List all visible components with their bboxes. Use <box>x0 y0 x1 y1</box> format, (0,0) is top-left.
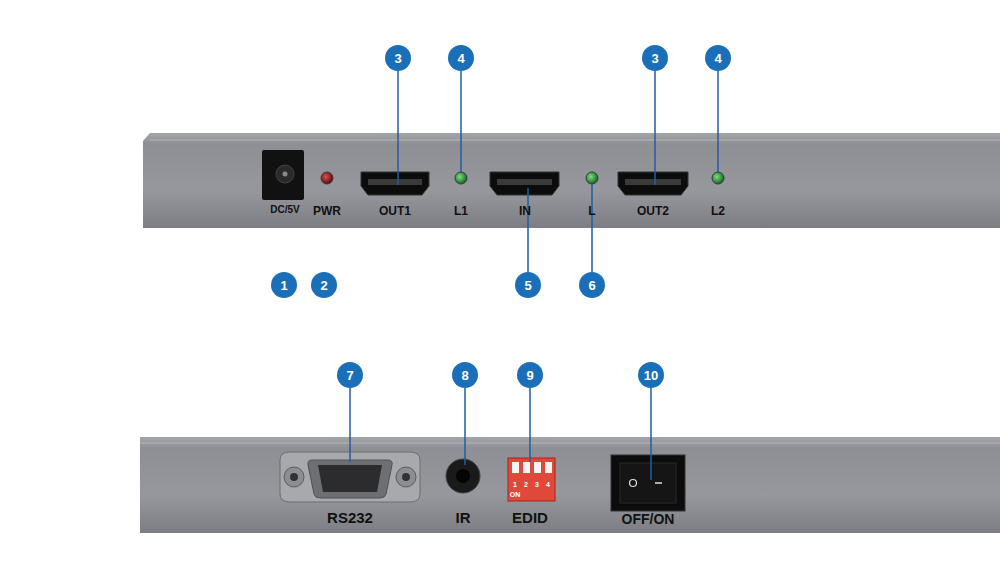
port-label: IR <box>456 510 471 525</box>
port-label: 4 <box>546 481 550 488</box>
callout-number: 2 <box>320 279 327 292</box>
port-label: L <box>588 205 595 217</box>
callout-shape <box>337 362 363 388</box>
callout-shape <box>579 272 605 298</box>
port-label: RS232 <box>327 510 373 525</box>
hdmi-port <box>361 172 429 195</box>
callout-number: 6 <box>588 279 595 292</box>
port-label: OUT1 <box>379 205 411 217</box>
off-symbol <box>630 480 637 487</box>
callout-number: 9 <box>526 369 533 382</box>
callout-shape <box>517 362 543 388</box>
dc-jack-hole <box>276 165 294 183</box>
rocker-switch <box>611 455 685 511</box>
dc-jack <box>262 150 304 200</box>
callout-shape <box>452 362 478 388</box>
dip-switch <box>508 458 555 501</box>
callout-number: 4 <box>457 52 464 65</box>
hdmi-port <box>490 172 559 195</box>
callout-circle: 3 <box>642 45 668 71</box>
status-led <box>586 172 598 184</box>
callout-circle: 5 <box>515 272 541 298</box>
hdmi-port <box>618 172 688 195</box>
port-label: 1 <box>513 481 517 488</box>
power-led <box>321 172 333 184</box>
panel-edge <box>150 140 1000 141</box>
ir-jack <box>446 459 480 493</box>
callout-circle: 2 <box>311 272 337 298</box>
callout-shape <box>385 45 411 71</box>
callout-number: 5 <box>524 279 531 292</box>
callout-number: 4 <box>714 52 721 65</box>
callout-number: 8 <box>461 369 468 382</box>
callout-shape <box>311 272 337 298</box>
dc-jack-pin <box>283 172 288 177</box>
callout-circle: 4 <box>705 45 731 71</box>
callout-circle: 1 <box>271 272 297 298</box>
callout-shape <box>638 362 664 388</box>
callout-circle: 7 <box>337 362 363 388</box>
rear-panel <box>140 437 1000 533</box>
port-label: EDID <box>512 510 548 525</box>
callout-shape <box>642 45 668 71</box>
port-label: OUT2 <box>637 205 669 217</box>
port-label: ON <box>510 491 521 498</box>
port-label: PWR <box>313 205 341 217</box>
callout-circle: 6 <box>579 272 605 298</box>
callout-number: 3 <box>394 52 401 65</box>
dip-lever <box>512 462 552 473</box>
status-led <box>712 172 724 184</box>
panel-edge <box>140 443 1000 444</box>
callout-shape <box>271 272 297 298</box>
callout-shape <box>515 272 541 298</box>
rocker-button <box>620 463 676 503</box>
port-label: L2 <box>711 205 725 217</box>
callout-circle: 8 <box>452 362 478 388</box>
callout-circle: 3 <box>385 45 411 71</box>
on-symbol <box>655 482 662 484</box>
callout-circle: 9 <box>517 362 543 388</box>
callout-shape <box>448 45 474 71</box>
callout-number: 3 <box>651 52 658 65</box>
callout-number: 10 <box>644 369 658 382</box>
port-label: 3 <box>535 481 539 488</box>
ir-jack-hole <box>456 469 470 483</box>
port-label: L1 <box>454 205 468 217</box>
leader-line <box>350 71 718 480</box>
front-panel <box>143 133 1000 228</box>
status-led <box>455 172 467 184</box>
callout-number: 7 <box>346 369 353 382</box>
port-label: IN <box>519 205 531 217</box>
callout-circle: 4 <box>448 45 474 71</box>
port-label: 2 <box>524 481 528 488</box>
port-label: OFF/ON <box>622 512 675 526</box>
callout-number: 1 <box>280 279 287 292</box>
port-label: DC/5V <box>270 205 299 215</box>
callout-shape <box>705 45 731 71</box>
callout-circle: 10 <box>638 362 664 388</box>
